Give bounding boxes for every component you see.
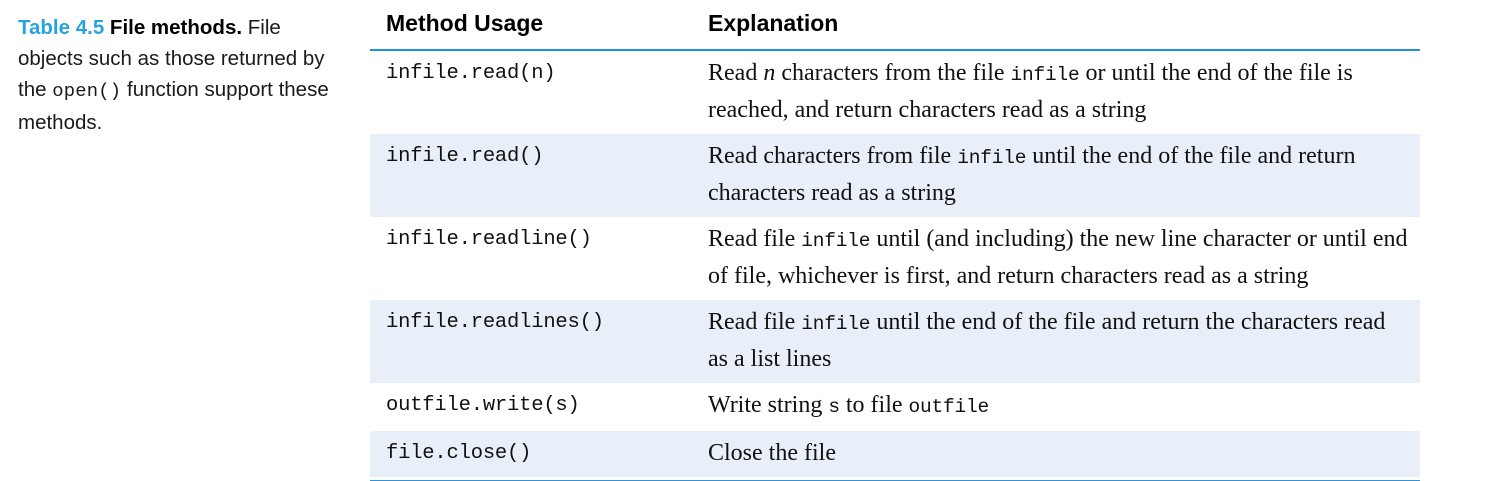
explanation-cell: Read n characters from the file infile o… [692, 50, 1420, 134]
method-usage-cell: infile.readlines() [370, 300, 692, 383]
explanation-fragment: to file [839, 392, 909, 418]
file-methods-table-wrapper: Method Usage Explanation infile.read(n)R… [370, 0, 1420, 481]
method-usage-cell: file.close() [370, 431, 692, 477]
table-row: outfile.write(s)Write string s to file o… [370, 383, 1420, 431]
column-header-method-usage: Method Usage [370, 0, 692, 51]
table-header-row: Method Usage Explanation [370, 0, 1420, 51]
caption-title: File methods. [109, 16, 243, 39]
column-header-explanation: Explanation [692, 0, 1420, 51]
explanation-fragment: n [763, 60, 776, 86]
explanation-fragment: characters from the file [775, 60, 1011, 86]
explanation-cell: Read file infile until (and including) t… [692, 217, 1420, 300]
explanation-fragment: Read [708, 60, 764, 86]
caption-body-text-after: function support these methods. [18, 78, 329, 134]
table-row: file.close() Close the file [370, 431, 1420, 477]
method-usage-cell: outfile.write(s) [370, 383, 692, 431]
table-row: infile.readline()Read file infile until … [370, 217, 1420, 300]
explanation-cell: Close the file [692, 431, 1420, 477]
explanation-cell: Write string s to file outfile [692, 383, 1420, 431]
caption-body-text-before: File objects such as those returned by t… [18, 16, 325, 101]
explanation-fragment: or until the end of the file is reached,… [708, 60, 1353, 123]
table-row: infile.read(n)Read n characters from the… [370, 50, 1420, 134]
explanation-fragment: until the end of the file and return cha… [708, 143, 1356, 206]
explanation-fragment: until (and including) the new line chara… [708, 226, 1408, 289]
table-row: infile.read()Read characters from file i… [370, 134, 1420, 217]
table-header: Method Usage Explanation [370, 0, 1420, 51]
explanation-cell: Read file infile until the end of the fi… [692, 300, 1420, 383]
method-usage-cell: infile.read() [370, 134, 692, 217]
explanation-fragment: infile [801, 313, 871, 335]
explanation-fragment: infile [957, 147, 1027, 169]
explanation-fragment: Read file [708, 226, 802, 252]
explanation-cell: Read characters from file infile until t… [692, 134, 1420, 217]
method-usage-cell: infile.read(n) [370, 50, 692, 134]
explanation-fragment: Write string [708, 392, 829, 418]
method-usage-cell: infile.readline() [370, 217, 692, 300]
explanation-fragment: until the end of the file and return the… [708, 309, 1386, 372]
explanation-fragment: Read characters from file [708, 143, 958, 169]
table-body: infile.read(n)Read n characters from the… [370, 50, 1420, 477]
table-row: infile.readlines()Read file infile until… [370, 300, 1420, 383]
caption-code-open: open() [52, 80, 122, 102]
caption-label: Table 4.5 [18, 16, 105, 39]
explanation-fragment: Read file [708, 309, 802, 335]
explanation-fragment: s [828, 396, 840, 418]
explanation-fragment: Close the file [708, 440, 836, 466]
file-methods-table: Method Usage Explanation infile.read(n)R… [370, 0, 1420, 477]
caption-body: File objects such as those returned by t… [18, 16, 329, 134]
explanation-fragment: infile [801, 230, 871, 252]
table-caption: Table 4.5 File methods. File objects suc… [18, 12, 348, 138]
explanation-fragment: outfile [908, 396, 990, 418]
explanation-fragment: infile [1010, 64, 1080, 86]
